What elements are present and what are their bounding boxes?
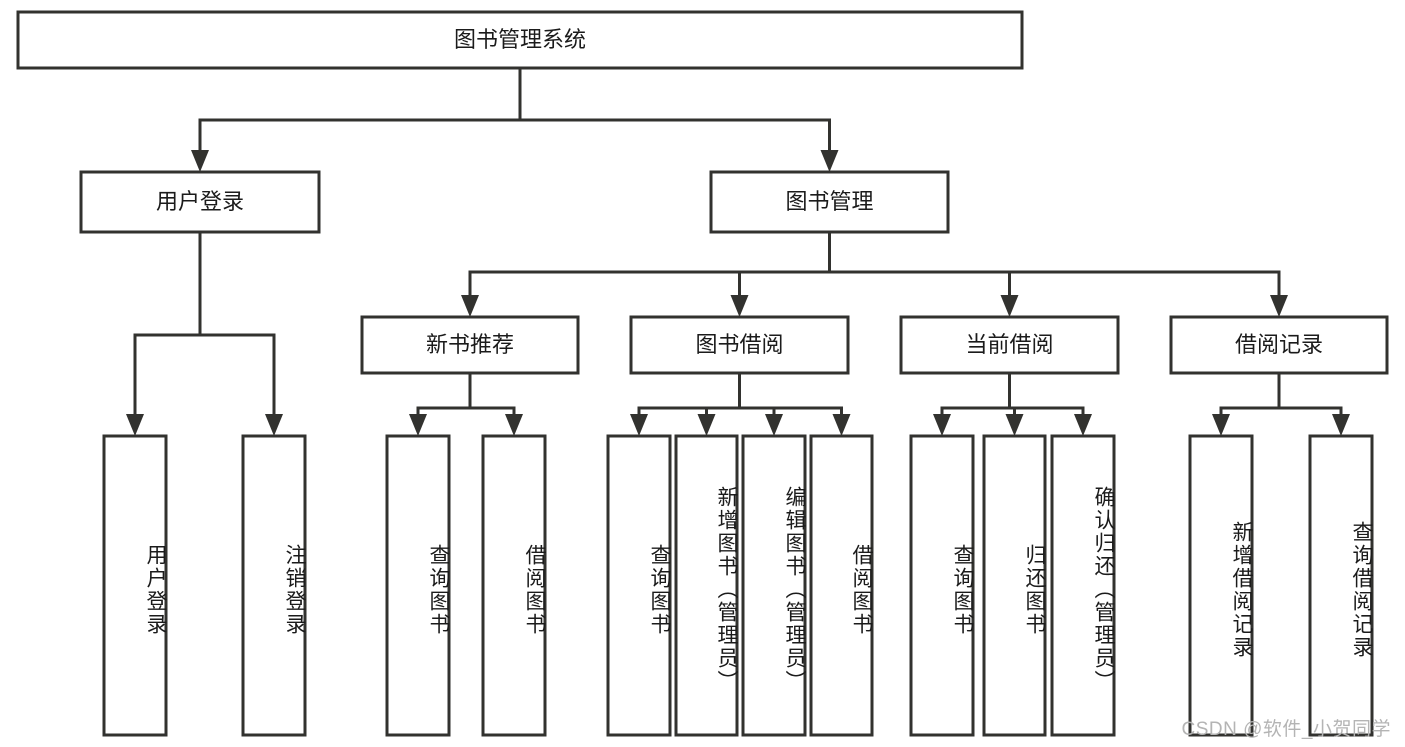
leaf-box-6 (741, 434, 807, 737)
node-label-level2-1: 图书管理 (785, 189, 873, 214)
arrow-level3-2-to-leaf-1 (1005, 414, 1024, 436)
node-box-level3-1 (629, 315, 850, 375)
node-box-level2-1 (709, 170, 950, 234)
arrow-books-to-level3-1 (730, 295, 749, 317)
arrow-books-to-level3-2 (1000, 295, 1019, 317)
watermark: CSDN @软件_小贺同学 (1181, 719, 1391, 740)
node-label-root: 图书管理系统 (454, 27, 586, 52)
leaf-box-3 (481, 434, 547, 737)
arrow-level3-2-to-leaf-2 (1074, 414, 1092, 436)
arrow-login-to-leaf-1 (265, 414, 283, 436)
arrow-level3-1-to-leaf-1 (697, 414, 716, 436)
leaf-box-12 (1308, 434, 1374, 737)
arrow-level3-0-to-leaf-1 (505, 414, 523, 436)
arrow-level3-0-to-leaf-0 (409, 414, 427, 436)
leaf-box-0 (102, 434, 168, 737)
leaf-box-5 (674, 434, 739, 737)
arrow-root-to-level2-0 (191, 150, 209, 172)
node-label-level2-0: 用户登录 (156, 189, 244, 214)
boxes-layer (16, 10, 1389, 737)
leaf-box-4 (606, 434, 672, 737)
node-box-level3-2 (899, 315, 1120, 375)
leaf-box-1 (241, 434, 307, 737)
arrow-books-to-level3-3 (1270, 295, 1288, 317)
arrow-root-to-level2-1 (820, 150, 839, 172)
arrow-level3-1-to-leaf-3 (832, 414, 851, 436)
connectors-layer (126, 66, 1350, 436)
node-box-level3-3 (1169, 315, 1389, 375)
leaf-box-7 (809, 434, 874, 737)
arrow-level3-1-to-leaf-2 (765, 414, 783, 436)
node-label-level3-3: 借阅记录 (1235, 332, 1323, 357)
arrow-level3-3-to-leaf-1 (1332, 414, 1350, 436)
arrow-level3-3-to-leaf-0 (1212, 414, 1230, 436)
arrow-login-to-leaf-0 (126, 414, 144, 436)
arrow-books-to-level3-0 (461, 295, 479, 317)
leaf-box-2 (385, 434, 451, 737)
arrow-level3-2-to-leaf-0 (933, 414, 951, 436)
leaf-box-8 (909, 434, 975, 737)
node-box-level2-0 (79, 170, 321, 234)
node-label-level3-1: 图书借阅 (695, 332, 783, 357)
leaf-box-9 (982, 434, 1047, 737)
leaf-box-11 (1188, 434, 1254, 737)
leaf-box-10 (1050, 434, 1116, 737)
arrow-level3-1-to-leaf-0 (630, 414, 648, 436)
node-label-level3-0: 新书推荐 (426, 332, 514, 357)
node-box-root (16, 10, 1024, 70)
node-box-level3-0 (360, 315, 580, 375)
node-label-level3-2: 当前借阅 (965, 332, 1053, 357)
